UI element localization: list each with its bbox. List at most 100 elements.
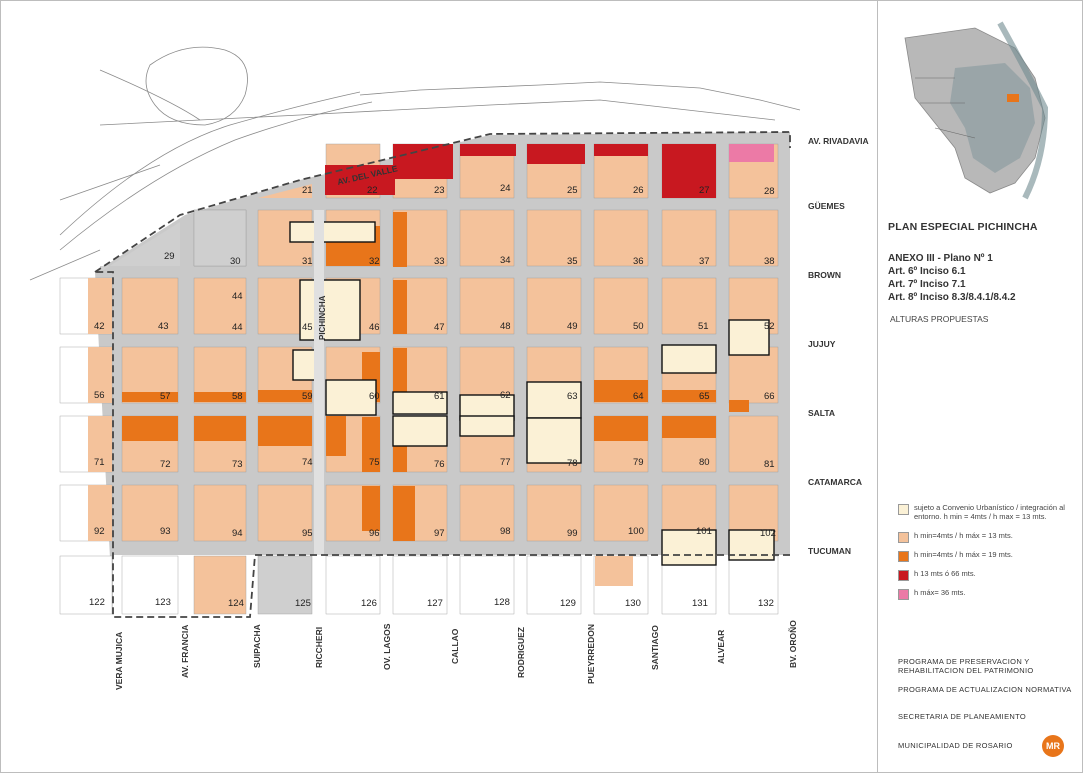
block-number: 29 [164, 251, 175, 262]
city-block [661, 277, 717, 335]
block-number: 128 [494, 597, 510, 608]
south-block [121, 555, 179, 615]
city-block [88, 485, 112, 541]
block-number: 95 [302, 528, 313, 539]
legend-label: h 13 mts ó 66 mts. [914, 569, 976, 578]
legend-swatch [898, 570, 909, 581]
block-number: 30 [230, 256, 241, 267]
anexo-line: Art. 8º Inciso 8.3/8.4.1/8.4.2 [888, 292, 1016, 303]
convenio-zone [299, 279, 361, 341]
block-number: 94 [232, 528, 243, 539]
block-number: 50 [633, 321, 644, 332]
height-19m-zone [594, 416, 648, 441]
city-block [193, 484, 247, 542]
street-rodriguez: RODRIGUEZ [516, 627, 526, 678]
block-number: 76 [434, 459, 445, 470]
legend-swatch [898, 551, 909, 562]
legend-item-19m: h min=4mts / h máx = 19 mts. [898, 550, 1082, 562]
block-number: 23 [434, 185, 445, 196]
block-number: 100 [628, 526, 644, 537]
block-number: 37 [699, 256, 710, 267]
gray-block [193, 209, 247, 267]
city-block [257, 484, 313, 542]
plan-boundary [94, 131, 791, 618]
block-number: 131 [692, 598, 708, 609]
anexo-block: ANEXO III - Plano Nº 1 Art. 6º Inciso 6.… [888, 252, 1016, 304]
block-number: 48 [500, 321, 511, 332]
city-block [121, 277, 179, 335]
block-number: 45 [302, 322, 313, 333]
block-number: 81 [764, 459, 775, 470]
legend-item-13m: h min=4mts / h máx = 13 mts. [898, 531, 1082, 543]
legend-swatch [898, 532, 909, 543]
anexo-line: ANEXO III - Plano Nº 1 [888, 253, 993, 264]
height-66m-zone [594, 144, 648, 156]
legend-label: h min=4mts / h máx = 19 mts. [914, 550, 1013, 559]
street-pueyrredon: PUEYRREDON [586, 624, 596, 684]
height-19m-zone [194, 416, 246, 441]
block-number: 49 [567, 321, 578, 332]
city-block [88, 278, 112, 334]
height-19m-zone [258, 416, 312, 446]
city-block [728, 346, 779, 404]
height-66m-zone [460, 144, 516, 156]
block-number: 62 [500, 390, 511, 401]
block-number: 80 [699, 457, 710, 468]
block-number: 102 [760, 528, 776, 539]
block-number: 27 [699, 185, 710, 196]
pichincha-corridor [314, 210, 324, 555]
block-number: 64 [633, 391, 644, 402]
block-number: 93 [160, 526, 171, 537]
height-19m-zone [122, 416, 178, 441]
city-block [595, 556, 633, 586]
street-av-francia: AV. FRANCIA [180, 625, 190, 678]
block-number: 72 [160, 459, 171, 470]
street-ov-lagos: OV. LAGOS [382, 623, 392, 670]
block-number: 129 [560, 598, 576, 609]
block-number: 21 [302, 185, 313, 196]
city-block [258, 184, 312, 198]
block-number: 34 [500, 255, 511, 266]
block-number: 51 [698, 321, 709, 332]
south-block [526, 555, 582, 615]
block-number: 43 [158, 321, 169, 332]
street-catamarca: CATAMARCA [808, 477, 862, 487]
street-vera-mujica: VERA MUJICA [114, 632, 124, 690]
legend-swatch [898, 504, 909, 515]
city-block [728, 209, 779, 267]
block-number: 25 [567, 185, 578, 196]
block-number: 130 [625, 598, 641, 609]
south-block [459, 555, 515, 615]
block-number: 75 [369, 457, 380, 468]
block-number: 60 [369, 391, 380, 402]
height-19m-zone [122, 392, 178, 402]
block-number: 66 [764, 391, 775, 402]
block-number: 78 [567, 458, 578, 469]
block-number: 32 [369, 256, 380, 267]
block-number: 22 [367, 185, 378, 196]
secretaria-planeamiento: SECRETARIA DE PLANEAMIENTO [898, 712, 1026, 721]
legend-item-convenio: sujeto a Convenio Urbanístico / integrac… [898, 503, 1082, 521]
height-19m-zone [362, 486, 380, 531]
location-inset-map [895, 8, 1060, 200]
block-number: 126 [361, 598, 377, 609]
city-block [459, 209, 515, 267]
city-block [728, 415, 779, 473]
height-19m-zone [258, 390, 312, 402]
height-19m-zone [194, 392, 246, 402]
convenio-zone [325, 379, 377, 416]
block-number: 98 [500, 526, 511, 537]
south-block [392, 555, 448, 615]
convenio-zone [392, 415, 448, 447]
height-19m-zone [393, 486, 415, 541]
legend-item-36m: h máx= 36 mts. [898, 588, 1082, 600]
block-number: 31 [302, 256, 313, 267]
street-riccheri: RICCHERI [314, 627, 324, 668]
block-number: 58 [232, 391, 243, 402]
block-number: 65 [699, 391, 710, 402]
legend-item-66m: h 13 mts ó 66 mts. [898, 569, 1082, 581]
block-number: 42 [94, 321, 105, 332]
block-number: 92 [94, 526, 105, 537]
convenio-zone [661, 344, 717, 374]
plan-title: PLAN ESPECIAL PICHINCHA [888, 221, 1038, 233]
